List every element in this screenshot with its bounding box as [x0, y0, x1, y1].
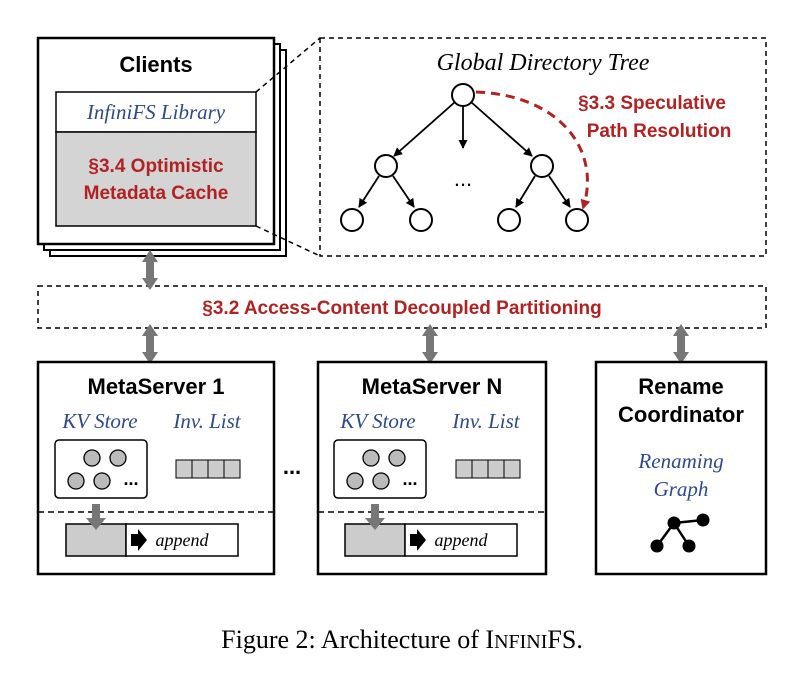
kv-store-ellipsis: ...: [402, 469, 417, 489]
append-label: append: [435, 530, 489, 550]
speculative-line2: Path Resolution: [587, 121, 732, 142]
kv-store-label: KV Store: [339, 409, 415, 433]
flush-down-arrow: [365, 504, 385, 530]
tree-nodes: [340, 83, 589, 232]
metaserver-n-title: MetaServer N: [362, 374, 503, 399]
flush-down-arrow: [86, 504, 106, 530]
directory-tree-panel: Global Directory Tree ... §3.3 Speculati…: [319, 37, 767, 257]
infinifs-library-label: InfiniFS Library: [86, 100, 226, 124]
metadata-cache-line1: §3.4 Optimistic: [88, 156, 224, 177]
metaserver-n-box: MetaServer N KV Store Inv. List ... appe…: [316, 360, 548, 576]
kv-store-label: KV Store: [61, 409, 137, 433]
append-label: append: [156, 530, 210, 550]
metadata-cache-box: [55, 131, 257, 227]
caption-suffix: FS.: [547, 625, 582, 654]
metaserver1-arrow: [142, 324, 158, 364]
tree-edges: [358, 101, 571, 208]
kv-store-entries: [346, 449, 406, 490]
renaming-graph-line2: Graph: [654, 477, 709, 501]
metadata-cache-line2: Metadata Cache: [84, 183, 229, 204]
caption-smallcaps: NFINI: [494, 631, 547, 653]
kv-store-entries: [67, 449, 127, 490]
caption-prefix: Figure 2: Architecture of I: [221, 625, 494, 654]
append-arrow-icon: [131, 529, 147, 551]
client-partition-arrow: [142, 250, 158, 290]
append-box: [404, 523, 518, 557]
append-arrow-icon: [410, 529, 426, 551]
rename-coordinator-line1: Rename: [638, 374, 724, 399]
metaserver-1-box: MetaServer 1 KV Store Inv. List ... appe…: [36, 360, 276, 576]
rename-coordinator-arrow: [673, 324, 689, 364]
metaserverN-arrow: [422, 324, 438, 364]
renaming-graph-line1: Renaming: [637, 449, 723, 473]
inv-list-blocks: [175, 459, 241, 479]
speculative-line1: §3.3 Speculative: [578, 93, 726, 114]
inv-list-label: Inv. List: [451, 409, 520, 433]
infinifs-library-box: [55, 91, 257, 133]
inv-list-label: Inv. List: [172, 409, 241, 433]
tree-title: Global Directory Tree: [437, 50, 650, 76]
figure-caption: Figure 2: Architecture of INFINIFS.: [221, 625, 583, 654]
kv-store-ellipsis: ...: [123, 469, 138, 489]
partitioning-bar: [37, 285, 767, 329]
tree-ellipsis: ...: [454, 166, 472, 191]
rename-coordinator-box: Rename Coordinator Renaming Graph: [594, 360, 768, 576]
inv-list-blocks: [455, 459, 521, 479]
servers-ellipsis: ...: [283, 454, 301, 479]
metaserver-1-title: MetaServer 1: [88, 374, 225, 399]
rename-coordinator-line2: Coordinator: [618, 402, 744, 427]
zoom-line-top: [255, 37, 321, 93]
zoom-line-bottom: [255, 225, 321, 257]
clients-title: Clients: [119, 52, 192, 77]
renaming-graph-icon: [650, 513, 710, 553]
clients-box: Clients InfiniFS Library §3.4 Optimistic…: [36, 36, 287, 257]
double-arrows: [142, 250, 689, 364]
partitioning-label: §3.2 Access-Content Decoupled Partitioni…: [202, 298, 601, 319]
speculative-arrow: [475, 90, 591, 210]
